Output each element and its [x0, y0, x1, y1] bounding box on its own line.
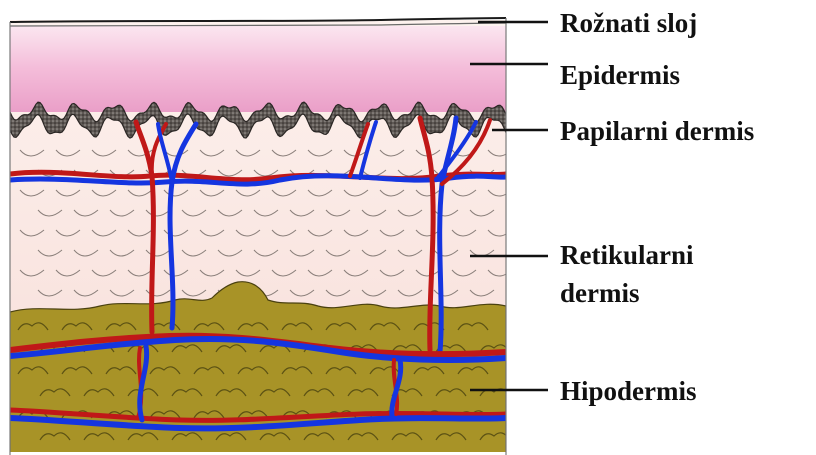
- label-reticular-dermis-line2: dermis: [560, 278, 639, 308]
- label-reticular-dermis-line1: Retikularni: [560, 240, 694, 270]
- label-papillary-dermis: Papilarni dermis: [560, 116, 754, 146]
- label-epidermis: Epidermis: [560, 60, 680, 90]
- label-hypodermis: Hipodermis: [560, 376, 697, 406]
- label-stratum-corneum: Rožnati sloj: [560, 8, 697, 38]
- epidermis-layer: [10, 26, 506, 112]
